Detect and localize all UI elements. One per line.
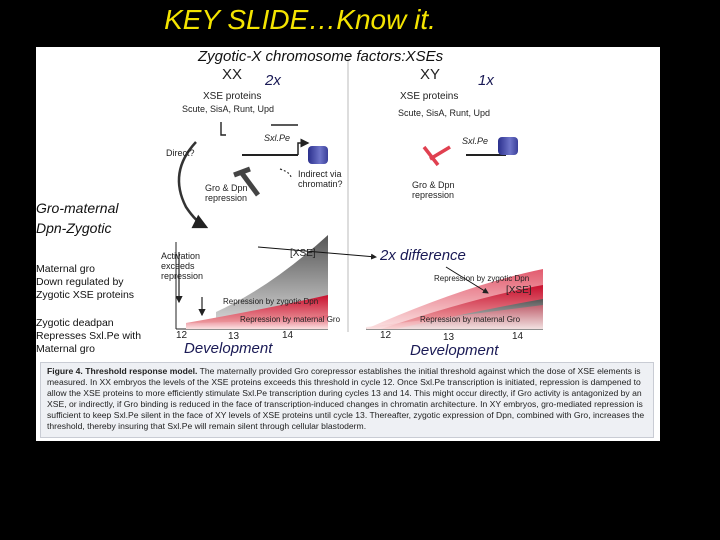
- xy-label: XY: [420, 66, 441, 83]
- xy-gro-dpn-line-1: Gro & Dpn: [412, 180, 455, 190]
- two-x-difference: 2x difference: [380, 247, 466, 264]
- xx-xse-list: Scute, SisA, Runt, Upd: [182, 104, 275, 114]
- xx-indirect-arrow: [279, 168, 292, 180]
- xy-sxlpe-label: Sxl.Pe: [462, 136, 489, 146]
- activation-line-2: exceeds: [161, 261, 195, 271]
- xx-repression-tbar: [233, 166, 251, 178]
- caption-text: The maternally provided Gro corepressor …: [47, 366, 645, 431]
- xx-cycle-12: 12: [176, 330, 188, 341]
- xy-xse-bracket: [XSE]: [506, 285, 532, 296]
- figure-caption: Figure 4. Threshold response model. The …: [40, 362, 654, 438]
- xx-cycle-14: 14: [282, 330, 294, 341]
- xy-repression-bar: [422, 145, 440, 167]
- xy-repression-zygotic: Repression by zygotic Dpn: [434, 274, 530, 283]
- figure-graphics: [175, 57, 543, 332]
- gro-dpn-annotation: Gro-maternal Dpn-Zygotic: [36, 198, 118, 238]
- activation-label: Activation exceeds repression: [161, 251, 203, 281]
- xx-sxlpe-label: Sxl.Pe: [264, 133, 291, 143]
- maternal-gro-note: Maternal gro Down regulated by Zygotic X…: [36, 263, 134, 302]
- xx-sxlpe-gene: [308, 146, 328, 164]
- dpn-zygotic-label: Dpn-Zygotic: [36, 220, 112, 236]
- zygotic-deadpan-note: Zygotic deadpan Represses Sxl.Pe with Ma…: [36, 317, 141, 356]
- xy-sxlpe-gene: [498, 137, 518, 155]
- xx-promoter-arrow: [297, 138, 310, 155]
- indirect-line-2: chromatin?: [298, 179, 343, 189]
- xy-cycle-14: 14: [512, 331, 524, 342]
- xx-gro-dpn-line-1: Gro & Dpn: [205, 183, 248, 193]
- xx-repression-bar: [238, 170, 261, 197]
- xx-direct-arrow: [177, 141, 209, 229]
- development-right: Development: [410, 342, 499, 359]
- indirect-line-1: Indirect via: [298, 169, 342, 179]
- xx-label: XX: [222, 66, 243, 83]
- note-2-line-3: Maternal gro: [36, 343, 95, 355]
- difference-arrow-left: [257, 246, 377, 260]
- xx-cycle-13: 13: [228, 331, 240, 342]
- activation-line-1: Activation: [161, 251, 201, 261]
- xx-xse-bracket: [XSE]: [290, 248, 316, 259]
- dose-xy: 1x: [478, 72, 494, 89]
- difference-arrow-right: [445, 266, 489, 294]
- xy-gro-dpn: Gro & Dpn repression: [412, 180, 455, 200]
- xy-cycle-12: 12: [380, 330, 392, 341]
- xy-xse-proteins: XSE proteins: [400, 91, 459, 102]
- note-1-line-2: Down regulated by: [36, 276, 124, 288]
- note-2-line-2: Represses Sxl.Pe with: [36, 330, 142, 342]
- xy-xse-list: Scute, SisA, Runt, Upd: [398, 108, 491, 118]
- note-1-line-3: Zygotic XSE proteins: [36, 289, 135, 301]
- caption-label: Figure 4. Threshold response model.: [47, 366, 198, 376]
- xx-gro-dpn-line-2: repression: [205, 193, 248, 203]
- xx-gro-dpn: Gro & Dpn repression: [205, 183, 248, 203]
- dose-xx: 2x: [265, 72, 281, 89]
- development-left: Development: [184, 340, 273, 357]
- gro-maternal-label: Gro-maternal: [36, 200, 119, 216]
- xy-cycle-13: 13: [443, 332, 455, 343]
- activation-line-3: repression: [161, 271, 204, 281]
- slide-title: KEY SLIDE…Know it.: [164, 4, 436, 35]
- header-title: Zygotic-X chromosome factors:XSEs: [198, 48, 444, 65]
- xx-repression-maternal: Repression by maternal Gro: [240, 315, 341, 324]
- xx-schematic-line: [220, 122, 226, 136]
- note-2-line-1: Zygotic deadpan: [36, 317, 114, 329]
- xx-xse-proteins: XSE proteins: [203, 91, 262, 102]
- xy-graph: [366, 269, 543, 330]
- xx-repression-zygotic: Repression by zygotic Dpn: [223, 297, 319, 306]
- xy-gro-dpn-line-2: repression: [412, 190, 455, 200]
- xy-repression-tbar: [429, 145, 451, 161]
- xx-graph: [175, 235, 328, 330]
- direct-label: Direct?: [166, 148, 195, 158]
- note-1-line-1: Maternal gro: [36, 263, 95, 275]
- indirect-label: Indirect via chromatin?: [298, 169, 343, 189]
- xy-repression-maternal: Repression by maternal Gro: [420, 315, 521, 324]
